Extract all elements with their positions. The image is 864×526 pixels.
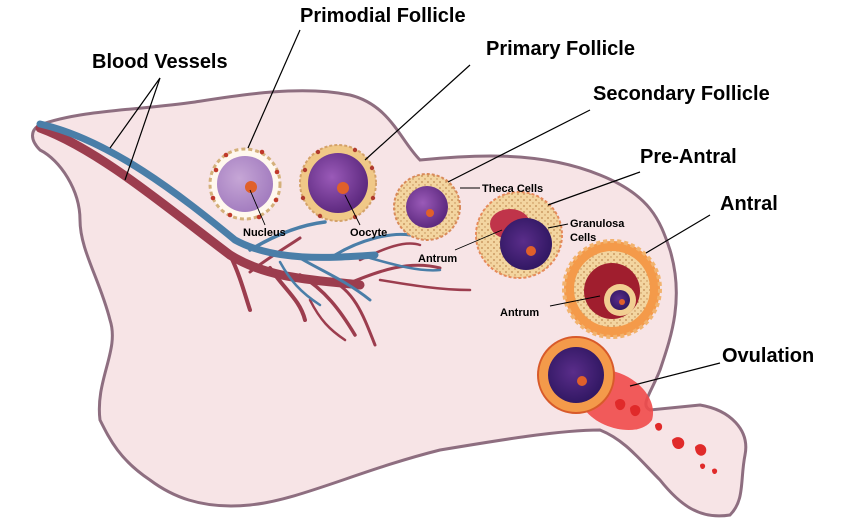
label-nucleus: Nucleus	[243, 227, 286, 239]
label-pre-antral: Pre-Antral	[640, 146, 737, 168]
released-blood	[615, 399, 718, 475]
label-ovulation: Ovulation	[722, 345, 814, 367]
label-antral: Antral	[720, 193, 778, 215]
label-granulosa-cells: Cells	[570, 232, 596, 244]
label-blood-vessels: Blood Vessels	[92, 51, 228, 73]
label-oocyte: Oocyte	[350, 227, 387, 239]
label-theca-cells: Theca Cells	[482, 183, 543, 195]
nucleus-dot	[245, 181, 257, 193]
primordial-follicle	[208, 147, 282, 221]
label-primodial-follicle: Primodial Follicle	[300, 5, 466, 27]
secondary-follicle	[393, 173, 461, 241]
label-secondary-follicle: Secondary Follicle	[593, 83, 770, 105]
blood-vessels-blue	[36, 120, 442, 307]
label-antrum-secondary: Antrum	[418, 253, 457, 265]
label-granulosa: Granulosa	[570, 218, 625, 230]
ovulation-follicle	[537, 336, 718, 475]
label-primary-follicle: Primary Follicle	[486, 38, 635, 60]
primary-follicle	[299, 144, 377, 222]
antral-follicle	[562, 239, 662, 339]
pre-antral-follicle	[475, 191, 563, 279]
leader-lines	[109, 29, 721, 387]
label-antrum-antral: Antrum	[500, 307, 539, 319]
